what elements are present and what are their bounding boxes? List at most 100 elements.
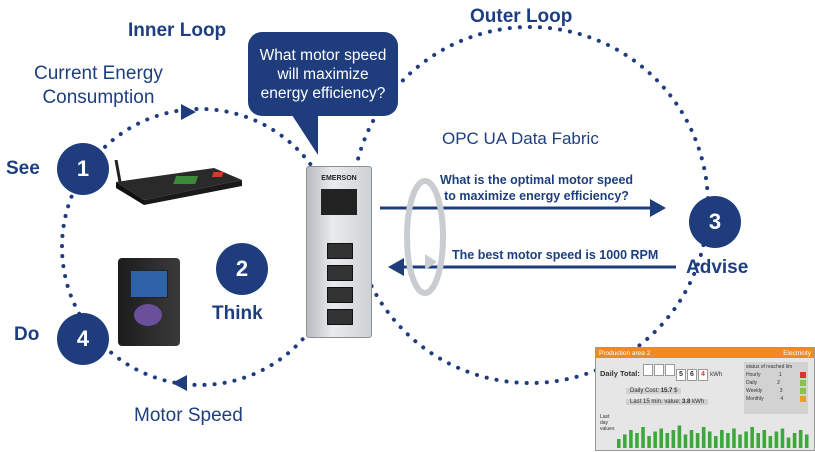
- edge-gateway-image: [110, 159, 245, 205]
- edge-gateway-icon: [114, 159, 242, 205]
- total-digit: 5: [675, 369, 686, 381]
- total-digit: [653, 364, 664, 376]
- chart-bar: [695, 433, 700, 448]
- device-port-2: [327, 265, 353, 281]
- query-arrowhead: [650, 199, 666, 217]
- last-value-row: Last 15 min. value: 3.8 kWh: [626, 399, 709, 405]
- total-digit: 6: [686, 369, 697, 381]
- chart-bar: [641, 427, 645, 448]
- chart-bar: [732, 428, 736, 448]
- step-3-circle: 3: [689, 196, 741, 248]
- chart-bar: [629, 430, 633, 448]
- limit-status-value: 2: [777, 380, 780, 386]
- chart-bar: [792, 433, 797, 448]
- chart-bar: [786, 437, 791, 448]
- chart-bar: [647, 436, 651, 448]
- daily-cost-label: Daily Cost:: [630, 388, 660, 394]
- chart-bar: [768, 436, 773, 448]
- total-digit: [642, 364, 653, 376]
- device-port-3: [327, 287, 353, 303]
- chart-bar: [756, 433, 760, 448]
- chart-axis-label: Last day values: [600, 414, 615, 432]
- drive-keypad: [134, 304, 162, 326]
- limit-status-value: 1: [778, 372, 782, 378]
- question-text: What motor speed will maximize energy ef…: [259, 46, 387, 102]
- chart-bar: [665, 433, 670, 448]
- limit-status-indicator: [800, 388, 806, 394]
- limit-status-label: Monthly: [746, 396, 764, 402]
- limit-status-indicator: [800, 380, 806, 386]
- chart-bar: [671, 430, 676, 448]
- chart-bar: [677, 425, 682, 448]
- inner-loop-arrowhead-bottom: [172, 375, 187, 391]
- chart-bar: [683, 434, 688, 448]
- reply-text: The best motor speed is 1000 RPM: [452, 248, 659, 262]
- limit-status-row: Daily 2: [746, 380, 806, 386]
- step-3-label: Advise: [686, 257, 749, 278]
- step-1-number: 1: [76, 156, 90, 181]
- limit-status-label: Daily: [746, 380, 758, 386]
- opc-ua-label: OPC UA Data Fabric: [442, 129, 599, 148]
- chart-bar: [744, 431, 748, 448]
- total-digit: [664, 364, 675, 376]
- last-day-bar-chart: [617, 425, 809, 448]
- inner-loop-arrowhead-top: [181, 104, 196, 120]
- motor-speed-label: Motor Speed: [134, 405, 243, 426]
- chart-bar: [774, 431, 779, 448]
- daily-total-unit: kWh: [710, 372, 723, 378]
- chart-bar: [738, 434, 742, 448]
- dashboard-category: Electricity: [783, 349, 811, 357]
- chart-bar: [707, 431, 712, 448]
- query-text: What is the optimal motor speed to maxim…: [440, 173, 634, 203]
- device-display: [321, 189, 357, 215]
- chart-bar: [750, 427, 754, 448]
- speech-bubble-tail: [290, 112, 318, 155]
- chart-bar: [726, 433, 730, 448]
- chart-bar: [762, 430, 767, 448]
- energy-dashboard: Production area 2 Electricity Daily Tota…: [595, 347, 815, 451]
- step-2-label: Think: [212, 303, 263, 324]
- motor-drive-image: [118, 258, 180, 346]
- current-energy-label: Current Energy Consumption: [34, 63, 163, 108]
- reply-arrowhead: [388, 258, 404, 276]
- chart-bar: [653, 431, 657, 448]
- chart-bar: [720, 430, 724, 448]
- step-2-number: 2: [235, 256, 249, 281]
- device-port-1: [327, 243, 353, 259]
- step-1-label: See: [6, 158, 40, 179]
- last-value-label: Last 15 min. value:: [630, 399, 681, 405]
- exchange-ring-arrowhead: [425, 254, 437, 270]
- daily-cost-value: 15.7: [660, 388, 673, 394]
- limit-status-row: Hourly 1: [746, 372, 806, 378]
- chart-bar: [617, 439, 621, 448]
- daily-total-label: Daily Total:: [600, 369, 640, 378]
- step-1-circle: 1: [57, 143, 109, 195]
- emerson-controller-image: EMERSON: [306, 166, 372, 338]
- chart-bar: [659, 428, 663, 448]
- last-value: 3.8: [682, 399, 691, 405]
- step-3-number: 3: [708, 209, 722, 234]
- last-value-unit: kWh: [692, 399, 705, 405]
- chart-bar: [714, 436, 718, 448]
- limit-status-value: 4: [780, 396, 784, 402]
- exchange-ring-icon: [404, 178, 446, 296]
- limit-status-row: Monthly 4: [746, 396, 806, 402]
- daily-cost-unit: $: [674, 388, 678, 394]
- outer-loop-title: Outer Loop: [470, 6, 573, 27]
- dashboard-header: Production area 2 Electricity: [596, 348, 814, 358]
- daily-cost-row: Daily Cost: 15.7 $: [626, 388, 682, 394]
- drive-screen: [130, 270, 168, 298]
- limit-status-title: status of reached lim: [746, 364, 793, 370]
- limit-status-indicator: [799, 396, 806, 402]
- step-2-circle: 2: [216, 243, 268, 295]
- dashboard-title: Production area 2: [599, 349, 651, 357]
- limit-status-value: 3: [779, 388, 783, 394]
- step-4-number: 4: [76, 326, 90, 351]
- chart-bar: [623, 434, 627, 448]
- limit-status-label: Hourly: [746, 372, 761, 378]
- chart-bar: [804, 434, 809, 448]
- chart-bar: [689, 430, 694, 448]
